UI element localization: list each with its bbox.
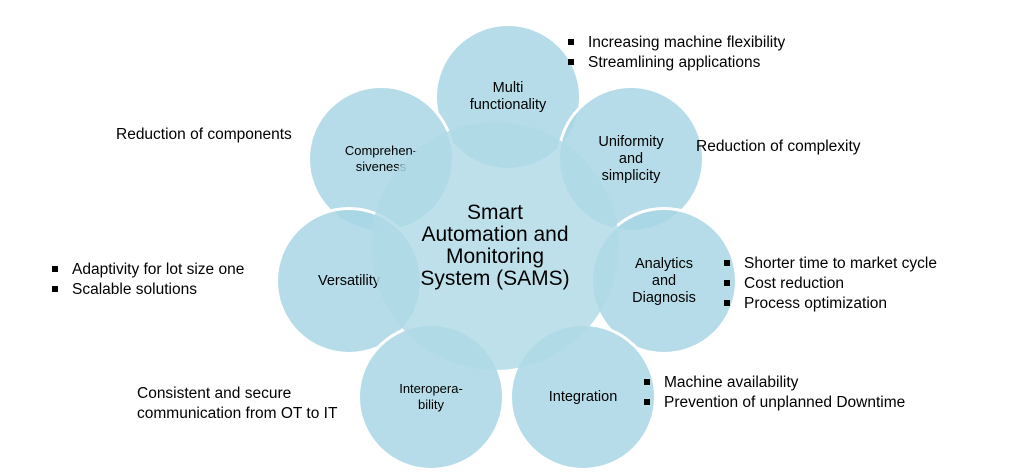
note-analytics-3: Process optimization <box>722 294 937 314</box>
note-integration-1: Machine availability <box>642 373 905 393</box>
note-versatility-2: Scalable solutions <box>50 280 244 300</box>
note-interoperability: Consistent and secure communication from… <box>137 384 337 424</box>
notes-integration: Machine availability Prevention of unpla… <box>642 373 905 413</box>
node-multi-functionality-line-1: Multi <box>492 80 524 96</box>
note-interop-line-1: Consistent and secure <box>137 385 292 402</box>
note-multi-2: Streamlining applications <box>566 53 785 73</box>
node-interop-line-1: Interopera- <box>399 381 463 396</box>
center-line-1: Smart <box>466 201 523 224</box>
notes-multi-functionality: Increasing machine flexibility Streamlin… <box>566 33 785 73</box>
center-line-4: System (SAMS) <box>420 267 570 290</box>
notes-versatility: Adaptivity for lot size one Scalable sol… <box>50 260 244 300</box>
node-comprehensiveness-line-2: siveness <box>355 159 407 174</box>
node-uniformity-line-2: and <box>618 150 644 167</box>
note-analytics-2: Cost reduction <box>722 274 937 294</box>
node-analytics-line-2: and <box>651 272 677 289</box>
note-uniformity: Reduction of complexity <box>696 138 861 155</box>
node-comprehensiveness-line-1: Comprehen- <box>344 143 418 158</box>
node-uniformity-line-1: Uniformity <box>598 133 664 150</box>
node-analytics-line-3: Diagnosis <box>632 289 696 306</box>
node-integration-line-1: Integration <box>548 388 618 405</box>
note-analytics-1: Shorter time to market cycle <box>722 254 937 274</box>
center-line-3: Monitoring <box>445 245 545 268</box>
node-interop-line-2: bility <box>417 397 444 412</box>
note-integration-2: Prevention of unplanned Downtime <box>642 393 905 413</box>
center-node-sams: Smart Automation and Monitoring System (… <box>371 122 619 370</box>
node-analytics-line-1: Analytics <box>634 255 693 272</box>
note-comprehensiveness: Reduction of components <box>116 126 292 143</box>
node-versatility-line-1: Versatility <box>317 272 381 289</box>
note-interop-line-2: communication from OT to IT <box>137 405 338 422</box>
note-versatility-1: Adaptivity for lot size one <box>50 260 244 280</box>
node-multi-functionality-line-2: functionality <box>469 97 547 113</box>
center-line-2: Automation and <box>421 223 569 246</box>
node-uniformity-line-3: simplicity <box>601 167 661 184</box>
note-multi-1: Increasing machine flexibility <box>566 33 785 53</box>
notes-analytics: Shorter time to market cycle Cost reduct… <box>722 254 937 314</box>
